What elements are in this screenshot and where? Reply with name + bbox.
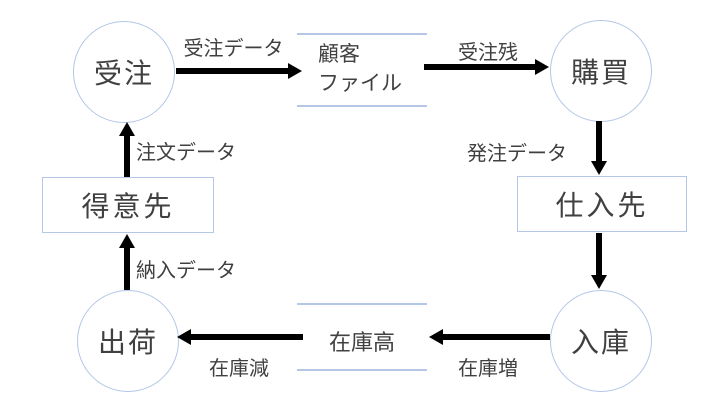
process-label: 入庫: [570, 327, 631, 358]
datastore-label-line2: ファイル: [318, 72, 402, 95]
arrow-head: [535, 59, 549, 75]
arrow-shaft: [176, 68, 289, 74]
entity-label: 仕入先: [555, 190, 649, 221]
arrow-shaft: [424, 64, 536, 70]
flow-label-inventory-decrease: 在庫減: [209, 358, 269, 380]
entity-node-customer: 得意先: [42, 177, 214, 233]
process-label: 購買: [570, 57, 631, 88]
arrow-shaft: [596, 233, 602, 276]
process-node-shipping: 出荷: [77, 290, 179, 392]
arrow-head: [429, 329, 443, 345]
process-label: 出荷: [97, 327, 158, 358]
datastore-inventory-level: 在庫高: [328, 330, 395, 355]
datastore-bottom-line: [297, 105, 427, 107]
arrow-head: [288, 63, 302, 79]
process-node-order-entry: 受注: [73, 21, 175, 123]
arrow-shaft: [124, 247, 130, 290]
entity-label: 得意先: [81, 191, 175, 222]
process-label: 受注: [93, 58, 154, 89]
flow-label-inventory-increase: 在庫増: [458, 358, 518, 380]
flow-label-purchase-order-data: 発注データ: [467, 143, 567, 165]
arrow-shaft: [190, 334, 303, 340]
flow-label-order-backlog: 受注残: [458, 42, 518, 64]
datastore-top-line: [297, 303, 427, 305]
datastore-top-line: [297, 33, 427, 35]
arrow-head: [591, 161, 607, 175]
arrow-head: [591, 275, 607, 289]
arrow-shaft: [596, 121, 602, 162]
entity-node-supplier: 仕入先: [517, 176, 687, 232]
arrow-shaft: [442, 334, 550, 340]
arrow-head: [119, 122, 135, 136]
flow-label-order-data: 受注データ: [183, 38, 284, 60]
process-node-purchasing: 購買: [550, 20, 652, 122]
datastore-customer-file: 顧客ファイル: [318, 40, 402, 98]
flow-label-order-placement-data: 注文データ: [136, 142, 236, 164]
arrow-shaft: [124, 135, 130, 177]
datastore-bottom-line: [297, 369, 427, 371]
arrow-head: [119, 234, 135, 248]
process-node-warehousing: 入庫: [550, 290, 652, 392]
flow-label-delivery-data: 納入データ: [136, 260, 236, 282]
datastore-label-line1: 顧客: [318, 43, 360, 66]
arrow-head: [177, 329, 191, 345]
